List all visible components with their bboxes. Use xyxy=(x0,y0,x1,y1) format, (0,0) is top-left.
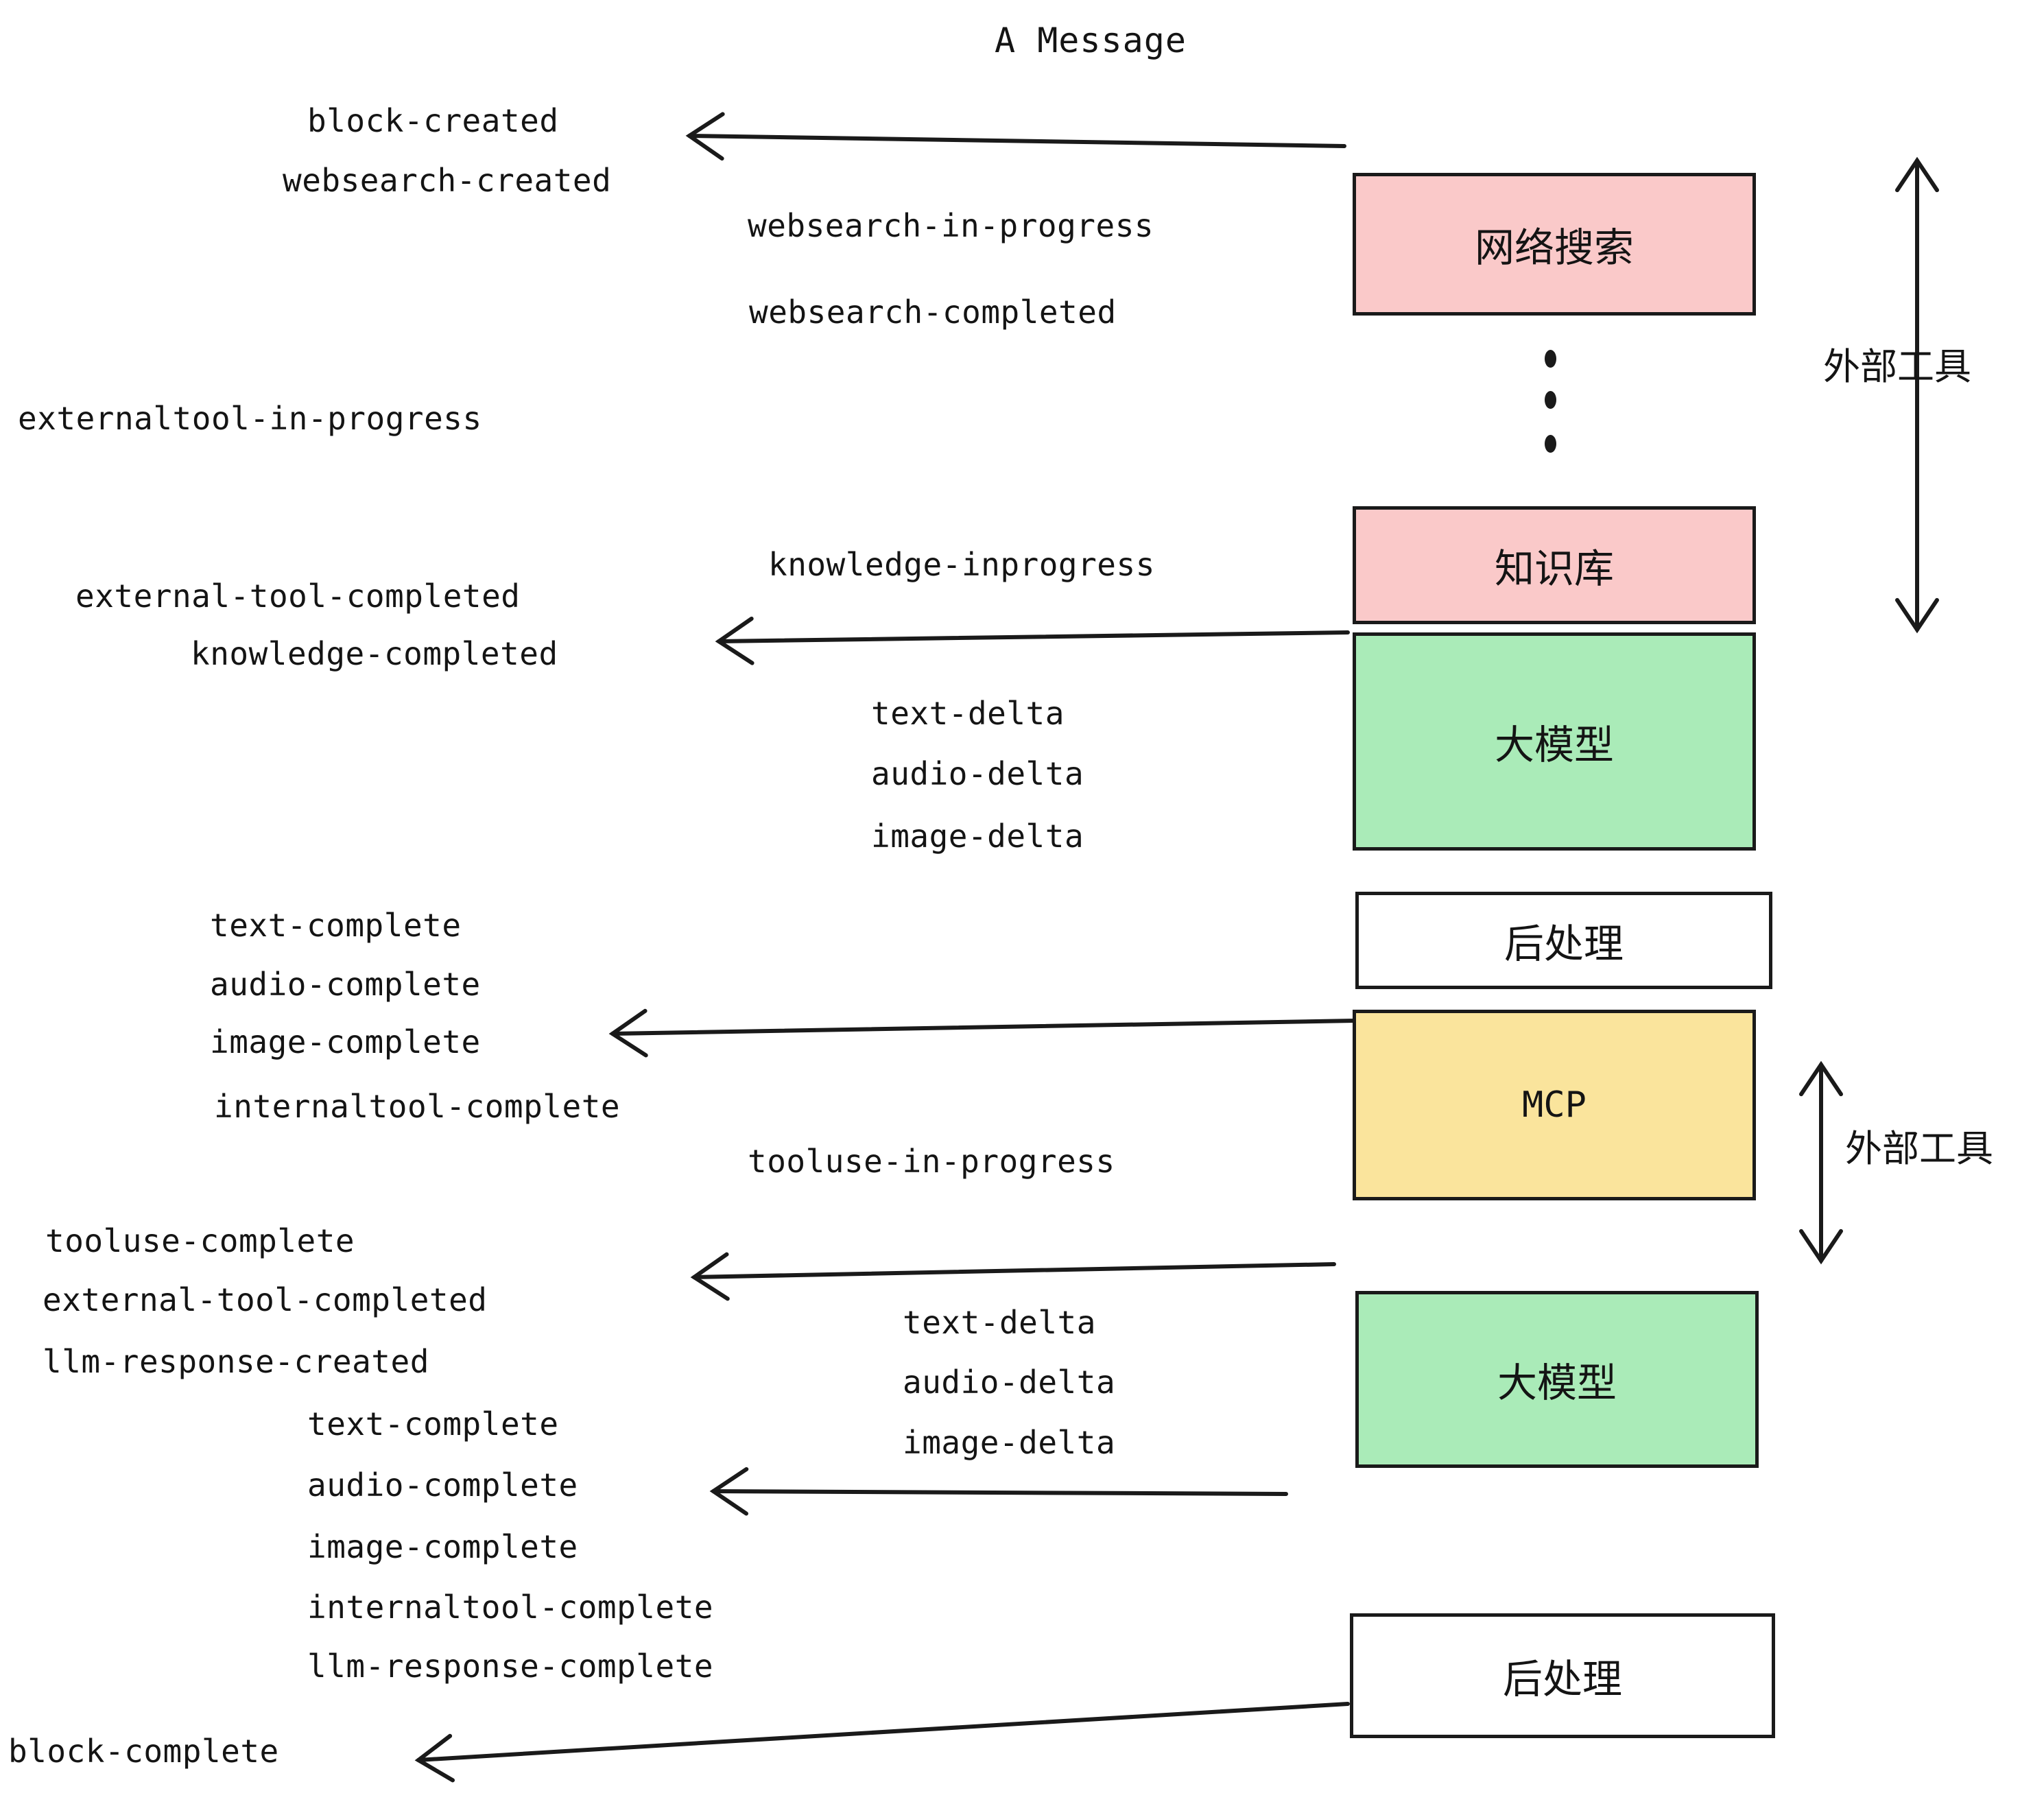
event-label-block-complete: block-complete xyxy=(8,1733,279,1770)
event-label-external-tool-completed-1: external-tool-completed xyxy=(75,578,521,615)
event-label-internaltool-complete-1: internaltool-complete xyxy=(214,1088,621,1125)
event-label-image-delta-2: image-delta xyxy=(903,1424,1116,1461)
external-tools-range-bottom-head-down xyxy=(1799,1229,1843,1265)
event-label-websearch-completed: websearch-completed xyxy=(749,294,1117,331)
event-label-image-delta-1: image-delta xyxy=(871,818,1084,855)
arrow-knowledge-to-knowledge-completed-head xyxy=(715,616,754,665)
event-label-audio-complete-2: audio-complete xyxy=(307,1467,578,1504)
node-websearch[interactable]: 网络搜索 xyxy=(1353,173,1756,316)
event-label-websearch-created: websearch-created xyxy=(283,162,612,199)
event-label-text-complete-2: text-complete xyxy=(307,1405,559,1443)
event-label-audio-delta-1: audio-delta xyxy=(871,755,1084,792)
ellipsis-dot-icon xyxy=(1545,435,1556,453)
node-label: 知识库 xyxy=(1494,545,1614,592)
event-label-text-complete-1: text-complete xyxy=(210,907,462,944)
arrow-knowledge-to-knowledge-completed-line xyxy=(717,630,1350,643)
node-label: 网络搜索 xyxy=(1474,224,1634,271)
external-tools-range-top-head-up xyxy=(1895,156,1939,193)
node-label: 后处理 xyxy=(1504,921,1624,967)
event-label-image-complete-2: image-complete xyxy=(307,1528,578,1565)
ellipsis-dot-icon xyxy=(1545,350,1556,368)
side-label-external-tools-top: 外部工具 xyxy=(1823,345,1971,388)
arrow-websearch-to-block-created-head xyxy=(685,112,725,161)
node-post-bottom[interactable]: 后处理 xyxy=(1350,1613,1775,1738)
event-label-knowledge-completed: knowledge-completed xyxy=(191,635,558,672)
event-label-tooluse-in-progress: tooluse-in-progress xyxy=(748,1143,1115,1180)
arrow-post-bottom-to-block-complete-line xyxy=(416,1702,1350,1762)
node-llm-bottom[interactable]: 大模型 xyxy=(1355,1291,1759,1468)
node-label: 大模型 xyxy=(1494,722,1614,768)
arrow-mcp-to-tooluse-complete-head xyxy=(690,1252,730,1301)
event-label-block-created: block-created xyxy=(307,102,559,139)
external-tools-range-bottom-head-up xyxy=(1799,1060,1843,1097)
event-label-internaltool-complete-2: internaltool-complete xyxy=(307,1589,714,1626)
node-knowledge[interactable]: 知识库 xyxy=(1353,506,1756,624)
node-label: MCP xyxy=(1522,1084,1587,1126)
node-label: 后处理 xyxy=(1502,1656,1622,1702)
event-label-audio-delta-2: audio-delta xyxy=(903,1364,1116,1401)
arrow-websearch-to-block-created-line xyxy=(687,134,1346,148)
arrow-llm-bottom-to-audio-complete-line xyxy=(711,1489,1288,1496)
event-label-llm-response-complete: llm-response-complete xyxy=(307,1648,714,1685)
ellipsis-dot-icon xyxy=(1545,391,1556,409)
event-label-image-complete-1: image-complete xyxy=(210,1023,481,1060)
page-title: A Message xyxy=(995,21,1187,60)
node-llm-top[interactable]: 大模型 xyxy=(1353,632,1756,851)
event-label-knowledge-inprogress: knowledge-inprogress xyxy=(768,546,1155,583)
node-post-top[interactable]: 后处理 xyxy=(1355,892,1772,989)
node-mcp[interactable]: MCP xyxy=(1353,1010,1756,1200)
event-label-text-delta-2: text-delta xyxy=(903,1304,1096,1341)
external-tools-range-top-head-down xyxy=(1895,597,1939,634)
arrow-llm-bottom-to-audio-complete-head xyxy=(709,1467,749,1516)
arrow-mcp-to-tooluse-complete-line xyxy=(692,1262,1336,1279)
event-label-external-tool-completed-2: external-tool-completed xyxy=(43,1281,488,1318)
event-label-websearch-in-progress: websearch-in-progress xyxy=(748,207,1154,244)
arrow-post-top-to-image-complete-line xyxy=(610,1019,1357,1036)
arrow-post-bottom-to-block-complete-head xyxy=(414,1733,455,1783)
event-label-audio-complete-1: audio-complete xyxy=(210,966,481,1003)
event-label-llm-response-created: llm-response-created xyxy=(43,1343,429,1380)
arrow-post-top-to-image-complete-head xyxy=(608,1008,648,1058)
node-label: 大模型 xyxy=(1497,1360,1617,1406)
side-label-external-tools-bottom: 外部工具 xyxy=(1845,1127,1993,1170)
event-label-externaltool-in-progress: externaltool-in-progress xyxy=(18,400,482,437)
event-label-tooluse-complete: tooluse-complete xyxy=(45,1222,355,1259)
event-label-text-delta-1: text-delta xyxy=(871,695,1065,732)
